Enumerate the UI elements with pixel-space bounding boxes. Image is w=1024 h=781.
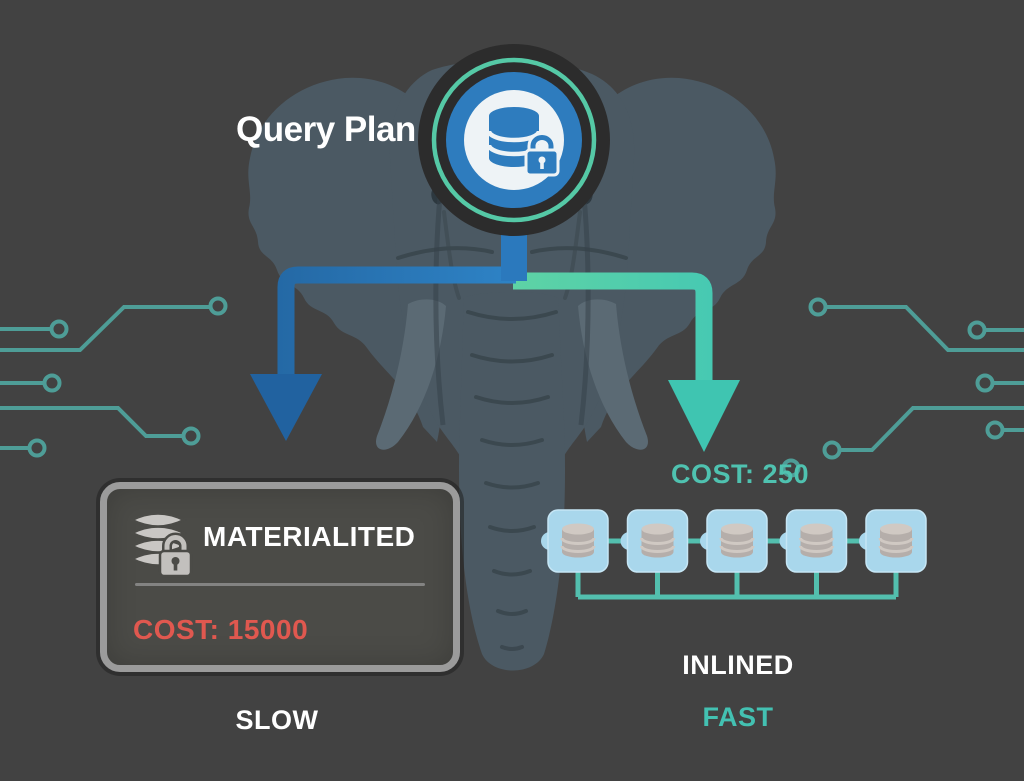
inlined-branch-arrow [513,272,740,452]
database-icon [799,523,834,558]
layers-lock-icon [129,512,193,578]
materialized-branch-arrow [250,266,516,441]
materialized-cost-label: COST: 15000 [133,614,309,645]
materialized-label: MATERIALITED [203,521,416,552]
fast-verdict-label: FAST [702,702,774,732]
materialized-card: MATERIALITED COST: 15000 [100,482,460,672]
circuit-traces-right [781,297,1024,478]
inlined-bus-line [575,572,899,600]
inlined-node [779,509,848,573]
card-divider [135,583,425,586]
inlined-node [859,509,927,573]
inlined-node [541,509,609,573]
database-icon [560,523,596,558]
inlined-chain [541,509,927,600]
database-icon [640,523,675,558]
database-lock-icon [486,107,560,177]
inlined-label: INLINED [682,650,794,680]
elephant-wrinkles [396,210,628,651]
database-icon [878,523,914,558]
slow-verdict-label: SLOW [235,705,319,735]
inlined-node [700,509,768,573]
query-plan-badge [418,44,610,236]
inlined-cost-label: COST: 250 [670,459,810,489]
query-plan-label: Query Plan [236,110,416,149]
database-icon [719,523,755,558]
inlined-node [620,509,689,573]
circuit-traces-left [0,296,228,458]
